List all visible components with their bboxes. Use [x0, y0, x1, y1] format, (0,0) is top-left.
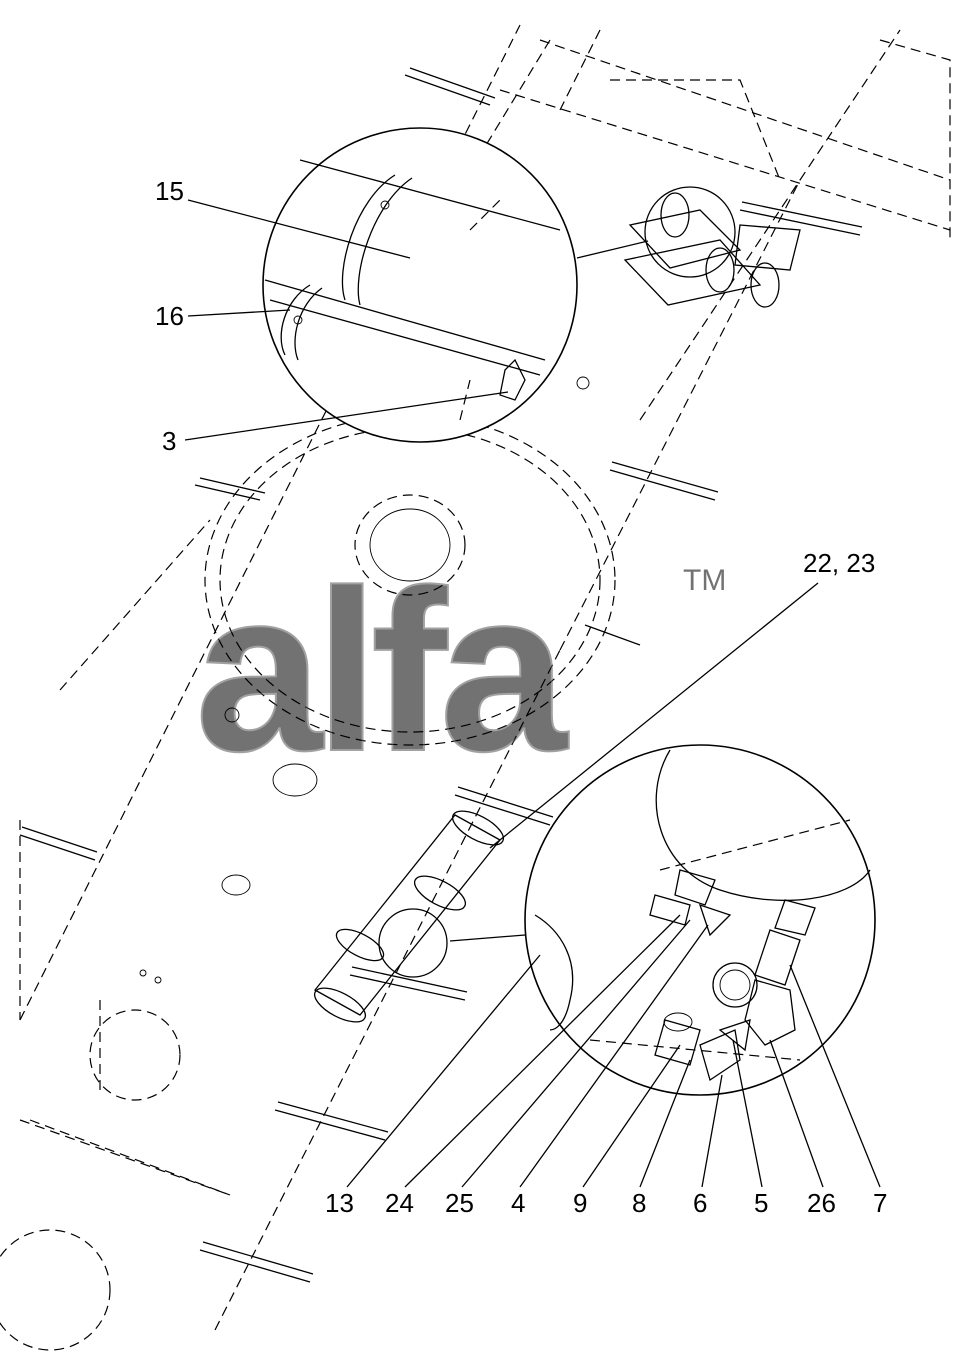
detail-view-top: [262, 127, 736, 443]
watermark-logo: alfa: [195, 542, 569, 799]
callout-3: 3: [162, 426, 176, 456]
upper-cylinders: [623, 192, 801, 308]
callout-24: 24: [385, 1188, 414, 1218]
callout-9: 9: [573, 1188, 587, 1218]
watermark: alfa TM: [194, 541, 726, 800]
callout-4: 4: [511, 1188, 525, 1218]
chassis-frame: [19, 24, 951, 1331]
callout-25: 25: [445, 1188, 474, 1218]
frame-details: [0, 39, 951, 1351]
callout-8: 8: [632, 1188, 646, 1218]
watermark-trademark: TM: [683, 564, 726, 597]
callout-6: 6: [693, 1188, 707, 1218]
callout-22-23: 22, 23: [803, 548, 875, 578]
detail-view-bottom: [378, 744, 876, 1096]
leader-lines: [184, 199, 881, 1188]
callout-26: 26: [807, 1188, 836, 1218]
callout-15: 15: [155, 176, 184, 206]
lower-cylinder: [313, 810, 505, 1023]
callout-13: 13: [325, 1188, 354, 1218]
callout-5: 5: [754, 1188, 768, 1218]
callout-7: 7: [873, 1188, 887, 1218]
callout-16: 16: [155, 301, 184, 331]
callout-labels: 15 16 3 22, 23 13 24 25 4 9 8 6 5 26 7: [155, 176, 887, 1218]
